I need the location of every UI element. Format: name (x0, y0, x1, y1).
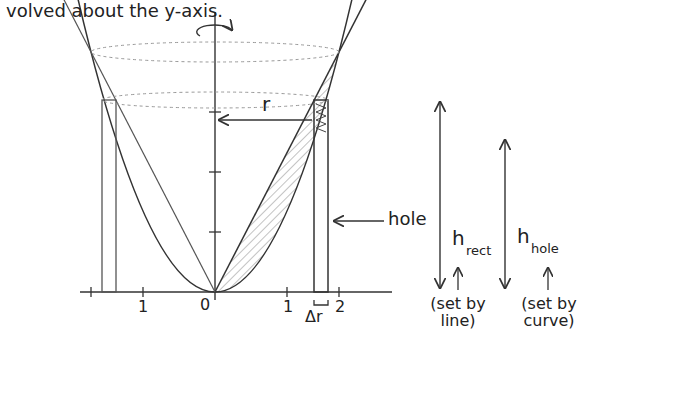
hole-pointer (334, 220, 384, 221)
tick-number: 1 (283, 299, 293, 316)
radius-arrow (219, 119, 312, 120)
note-label: (set by line) (425, 296, 491, 330)
parabola-left (69, 0, 215, 292)
hole-label: hole (388, 210, 427, 229)
parabola-right (215, 0, 373, 292)
up-arrow (547, 268, 548, 290)
shell-squiggle (316, 104, 326, 132)
x-tick (338, 287, 339, 297)
rotation-arrow (197, 25, 232, 36)
y-tick (209, 231, 221, 232)
line-right (215, 0, 373, 292)
y-tick (209, 111, 221, 112)
x-axis (80, 291, 392, 292)
x-tick (142, 287, 143, 297)
line-left (57, 0, 215, 292)
x-tick (90, 287, 91, 297)
shell-top-ellipse (102, 92, 328, 108)
radius-label: r (262, 94, 270, 115)
up-arrow (457, 268, 458, 290)
y-axis (214, 12, 215, 300)
heading-fragment: volved about the y-axis. (6, 2, 223, 21)
delta-r-brace (314, 300, 328, 305)
shell-rectangle-mirror (102, 100, 116, 292)
y-tick (209, 171, 221, 172)
rect-height-arrow (439, 102, 440, 288)
height-symbol: h (452, 228, 465, 249)
hole-height-arrow (504, 140, 505, 288)
note-label: (set by curve) (513, 296, 585, 330)
tick-number: 1 (138, 299, 148, 316)
shell-rectangle (314, 100, 328, 292)
height-symbol: h (517, 226, 530, 247)
height-subscript: rect (466, 244, 491, 258)
delta-r-label: Δr (305, 309, 323, 326)
tick-number: 2 (335, 299, 345, 316)
x-tick (286, 287, 287, 297)
height-subscript: hole (531, 242, 559, 256)
tick-number: 0 (200, 297, 210, 314)
solid-top-ellipse (91, 42, 339, 62)
